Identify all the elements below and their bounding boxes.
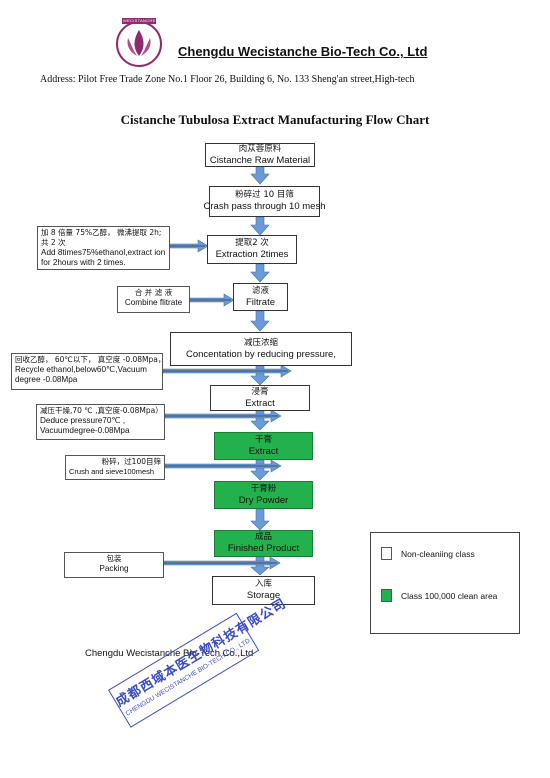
legend-swatch-non-cleaning: [381, 547, 392, 560]
step-storage: 入库 Storage: [212, 576, 315, 605]
note-en: Add 8times75%ethanol,extract ion for 2ho…: [41, 248, 166, 267]
note-reduce-pressure: 减压干燥,70 ℃ ,真空度-0.08Mpa） Deduce pressure7…: [36, 404, 165, 440]
step-cn: 入库: [254, 579, 272, 589]
note-en: Packing: [99, 564, 129, 573]
step-cn: 粉碎过 10 目筛: [235, 190, 294, 200]
logo-text: WECISTANCHE: [123, 18, 156, 23]
legend-label-non-cleaning: Non-cleaniing class: [401, 549, 475, 559]
arrow-down-4: [250, 310, 270, 332]
step-en: Extract: [248, 445, 279, 457]
step-en: Concentation by reducing pressure,: [186, 348, 336, 360]
note-en: Combine flitrate: [124, 298, 183, 307]
step-finished-product: 成品 Finished Product: [214, 530, 313, 557]
step-cn: 干膏: [254, 434, 272, 445]
note-cn: 加 8 倍量 75%乙醇， 微沸提取 2h;共 2 次: [41, 228, 162, 247]
note-en: Crush and sieve100mesh: [69, 467, 155, 476]
arrow-down-3: [250, 263, 270, 283]
note-cn: 回收乙醇， 60℃以下， 真空度 -0.08Mpa，: [15, 355, 166, 364]
step-en: Storage: [246, 590, 281, 601]
step-filtrate: 滤液 Filtrate: [233, 283, 288, 311]
company-name: Chengdu Wecistanche Bio-Tech Co., Ltd: [178, 44, 428, 59]
step-dry-extract: 干膏 Extract: [214, 432, 313, 460]
step-dry-powder: 干膏粉 Dry Powder: [214, 481, 313, 509]
note-cn: 减压干燥,70 ℃ ,真空度-0.08Mpa）: [40, 406, 163, 415]
note-cn: 合 并 滤 液: [134, 288, 173, 297]
note-en: Recycle ethanol,below60℃,Vacuum degree -…: [15, 365, 147, 384]
step-en: Dry Powder: [238, 494, 289, 506]
step-cn: 干膏粉: [250, 483, 277, 494]
arrow-down-1: [250, 165, 270, 185]
step-concentration: 减压浓缩 Concentation by reducing pressure,: [170, 332, 352, 366]
step-cn: 浸膏: [251, 386, 269, 397]
step-cn: 成品: [254, 532, 272, 542]
step-en: Extraction 2times: [215, 249, 289, 260]
step-en: Crash pass through 10 mesh: [203, 201, 326, 212]
footer-company-name: Chengdu Wecistanche Bio-Tech Co.,Ltd: [85, 648, 254, 659]
arrow-down-7: [250, 459, 270, 481]
address-line: Address: Pilot Free Trade Zone No.1 Floo…: [40, 74, 415, 85]
arrow-down-5: [250, 365, 270, 386]
step-raw-material: 肉苁蓉原料 Cistanche Raw Material: [205, 143, 315, 167]
note-combine-filtrate: 合 并 滤 液 Combine flitrate: [117, 286, 190, 313]
step-en: Extract: [245, 397, 275, 409]
arrow-down-8: [250, 508, 270, 531]
company-logo: WECISTANCHE: [108, 18, 170, 68]
step-en: Cistanche Raw Material: [209, 154, 311, 166]
step-extraction: 提取2 次 Extraction 2times: [207, 235, 297, 264]
note-ethanol-extraction: 加 8 倍量 75%乙醇， 微沸提取 2h;共 2 次 Add 8times75…: [37, 226, 170, 270]
note-cn: 粉碎，过100目筛: [101, 457, 161, 466]
legend-label-clean-area: Class 100,000 clean area: [401, 591, 498, 601]
chart-title: Cistanche Tubulosa Extract Manufacturing…: [120, 112, 430, 127]
note-cn: 包装: [106, 554, 122, 563]
step-cn: 提取2 次: [235, 238, 269, 248]
note-recycle-ethanol: 回收乙醇， 60℃以下， 真空度 -0.08Mpa， Recycle ethan…: [11, 353, 166, 390]
step-en: Filtrate: [245, 296, 276, 308]
step-en: Finished Product: [227, 543, 300, 554]
legend-swatch-clean-area: [381, 589, 392, 602]
step-cn: 减压浓缩: [243, 337, 278, 348]
note-crush-sieve: 粉碎，过100目筛 Crush and sieve100mesh: [65, 455, 165, 480]
step-cn: 肉苁蓉原料: [238, 143, 282, 154]
arrow-down-2: [250, 216, 270, 236]
note-packing: 包装 Packing: [64, 552, 164, 578]
step-cn: 滤液: [251, 285, 269, 296]
step-crash-sieve: 粉碎过 10 目筛 Crash pass through 10 mesh: [204, 186, 326, 217]
arrow-down-9: [250, 556, 270, 576]
arrow-down-6: [250, 410, 270, 431]
step-extract: 浸膏 Extract: [210, 385, 310, 411]
note-en: Deduce pressure70℃ , Vacuumdegree-0.08Mp…: [40, 416, 130, 435]
legend: Non-cleaniing class Class 100,000 clean …: [370, 532, 520, 634]
